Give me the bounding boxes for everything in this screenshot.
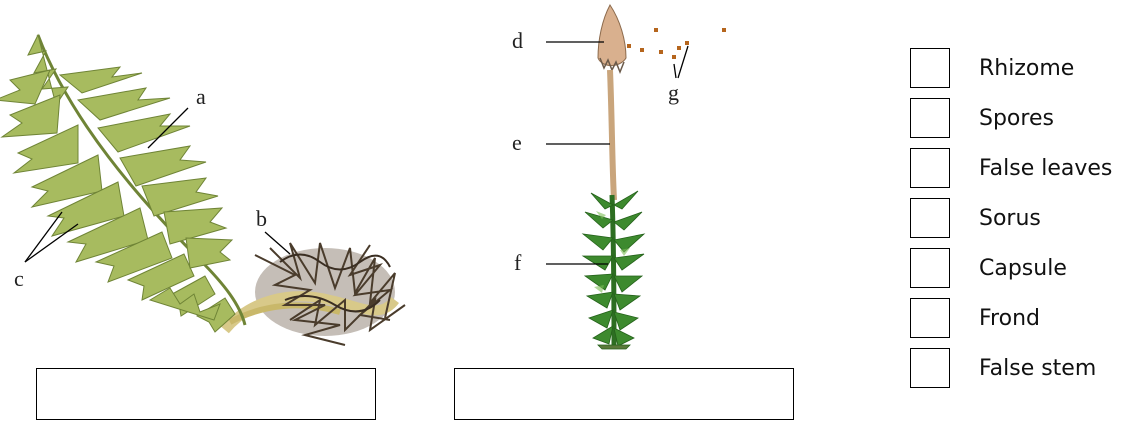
term-label: Spores bbox=[979, 106, 1054, 131]
label-d: d bbox=[512, 28, 523, 53]
term-item-rhizome: Rhizome bbox=[910, 43, 1112, 93]
term-item-frond: Frond bbox=[910, 293, 1112, 343]
moss-stalk bbox=[610, 70, 614, 200]
fern-rhizome bbox=[225, 243, 405, 345]
moss-illustration bbox=[583, 5, 726, 349]
label-b: b bbox=[256, 206, 267, 231]
term-checkbox[interactable] bbox=[910, 148, 950, 188]
term-checkbox[interactable] bbox=[910, 198, 950, 238]
term-checkbox[interactable] bbox=[910, 48, 950, 88]
label-a: a bbox=[196, 84, 206, 109]
term-label: Rhizome bbox=[979, 56, 1074, 81]
moss-leaders bbox=[546, 42, 688, 264]
term-label: False stem bbox=[979, 356, 1096, 381]
fern-illustration bbox=[0, 35, 405, 345]
fern-pinnae bbox=[0, 35, 235, 332]
label-g: g bbox=[668, 80, 679, 105]
term-checkbox[interactable] bbox=[910, 248, 950, 288]
label-c: c bbox=[14, 266, 24, 291]
term-label: Frond bbox=[979, 306, 1040, 331]
term-checklist: Rhizome Spores False leaves Sorus Capsul… bbox=[910, 43, 1112, 393]
term-item-false-stem: False stem bbox=[910, 343, 1112, 393]
term-item-sorus: Sorus bbox=[910, 193, 1112, 243]
term-checkbox[interactable] bbox=[910, 298, 950, 338]
term-label: False leaves bbox=[979, 156, 1112, 181]
moss-gametophyte bbox=[583, 191, 644, 349]
spores bbox=[627, 28, 726, 59]
term-item-capsule: Capsule bbox=[910, 243, 1112, 293]
term-item-spores: Spores bbox=[910, 93, 1112, 143]
label-f: f bbox=[514, 250, 522, 275]
fern-answer-box[interactable] bbox=[36, 368, 376, 420]
label-e: e bbox=[512, 130, 522, 155]
term-item-false-leaves: False leaves bbox=[910, 143, 1112, 193]
term-checkbox[interactable] bbox=[910, 98, 950, 138]
term-label: Capsule bbox=[979, 256, 1067, 281]
term-label: Sorus bbox=[979, 206, 1041, 231]
moss-answer-box[interactable] bbox=[454, 368, 794, 420]
moss-capsule bbox=[598, 5, 626, 66]
term-checkbox[interactable] bbox=[910, 348, 950, 388]
